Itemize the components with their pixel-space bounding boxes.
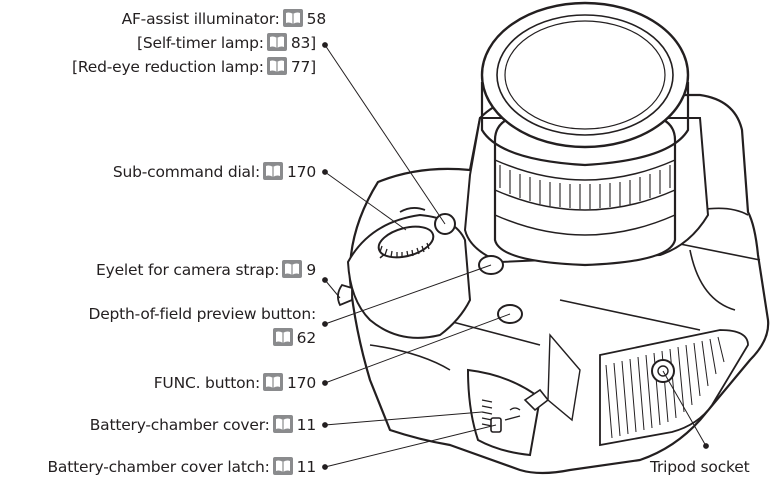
callout-page: 83] <box>290 34 316 52</box>
callout-page: 58 <box>306 10 327 28</box>
callout-af-assist: AF-assist illuminator: 58 <box>122 9 326 29</box>
lens <box>480 1 690 267</box>
strap-eyelet <box>337 283 353 307</box>
book-reference-icon <box>283 9 303 27</box>
callout-page: 11 <box>296 458 317 476</box>
callout-battery-latch: Battery-chamber cover latch: 11 <box>47 457 317 477</box>
callout-page: 11 <box>296 416 317 434</box>
book-reference-icon <box>267 57 287 75</box>
callout-text: Battery-chamber cover: <box>89 416 270 434</box>
book-reference-icon <box>263 162 283 180</box>
callout-red-eye: [Red-eye reduction lamp: 77] <box>72 57 316 77</box>
callout-battery-cover: Battery-chamber cover: 11 <box>90 415 316 435</box>
book-reference-icon <box>263 373 283 391</box>
callout-text: FUNC. button: <box>153 374 260 392</box>
callout-func: FUNC. button: 170 <box>154 373 316 393</box>
callout-dof-preview-ref: 62 <box>270 328 316 348</box>
callout-dof-preview: Depth-of-field preview button: <box>88 304 316 324</box>
book-reference-icon <box>267 33 287 51</box>
callout-tripod: Tripod socket <box>650 457 750 477</box>
callout-text: Depth-of-field preview button: <box>88 305 316 323</box>
callout-page: 170 <box>287 374 316 392</box>
callout-self-timer: [Self-timer lamp: 83] <box>137 33 316 53</box>
callout-page: 62 <box>296 329 317 347</box>
tripod-area <box>547 329 749 447</box>
callout-text: Tripod socket <box>650 458 750 476</box>
sub-command-dial <box>377 207 435 259</box>
callout-page: 77] <box>290 58 316 76</box>
callout-text: AF-assist illuminator: <box>121 10 280 28</box>
book-reference-icon <box>273 457 293 475</box>
callout-eyelet: Eyelet for camera strap: 9 <box>96 260 316 280</box>
callout-text: [Red-eye reduction lamp: <box>72 58 264 76</box>
callout-sub-command: Sub-command dial: 170 <box>113 162 316 182</box>
callout-text: [Self-timer lamp: <box>137 34 264 52</box>
book-reference-icon <box>273 415 293 433</box>
callout-lines <box>322 42 709 470</box>
callout-page: 170 <box>287 163 316 181</box>
book-reference-icon <box>282 260 302 278</box>
callout-text: Sub-command dial: <box>112 163 260 181</box>
callout-page: 9 <box>306 261 316 279</box>
callout-text: Battery-chamber cover latch: <box>47 458 270 476</box>
book-reference-icon <box>273 328 293 346</box>
battery-cover <box>466 368 550 457</box>
callout-text: Eyelet for camera strap: <box>96 261 280 279</box>
